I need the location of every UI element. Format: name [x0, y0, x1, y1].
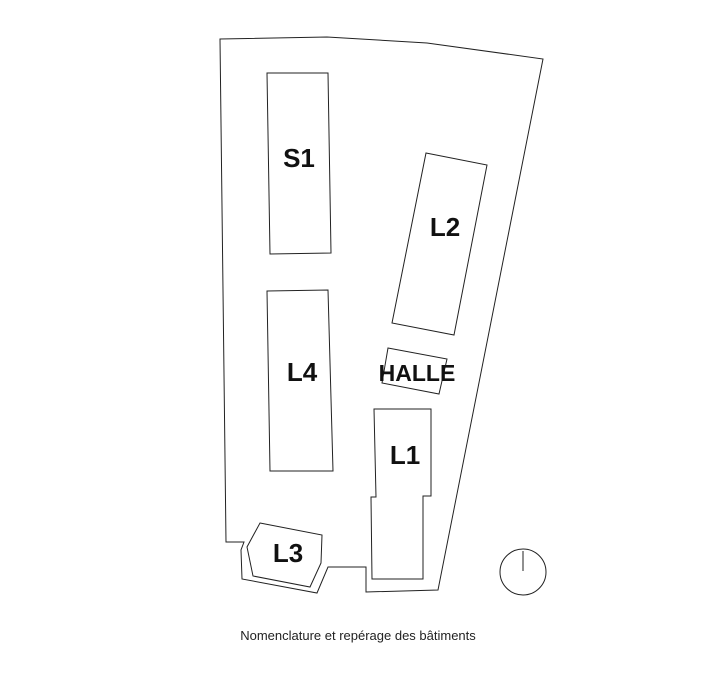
- site-boundary: [219, 36, 544, 594]
- figure-caption: Nomenclature et repérage des bâtiments: [240, 628, 476, 643]
- building-label-halle: HALLE: [379, 360, 456, 386]
- building-l2-outline: [391, 152, 488, 336]
- building-label-s1: S1: [283, 143, 315, 173]
- building-l3-outline: [246, 522, 323, 588]
- building-l4-outline: [266, 289, 334, 472]
- north-arrow-icon: [499, 548, 547, 596]
- building-label-l3: L3: [273, 538, 303, 568]
- building-label-l2: L2: [430, 212, 460, 242]
- building-halle-outline: [381, 347, 448, 395]
- building-s1-outline: [266, 72, 332, 255]
- building-l1-outline: [370, 408, 432, 580]
- building-label-l1: L1: [390, 440, 420, 470]
- building-label-l4: L4: [287, 357, 318, 387]
